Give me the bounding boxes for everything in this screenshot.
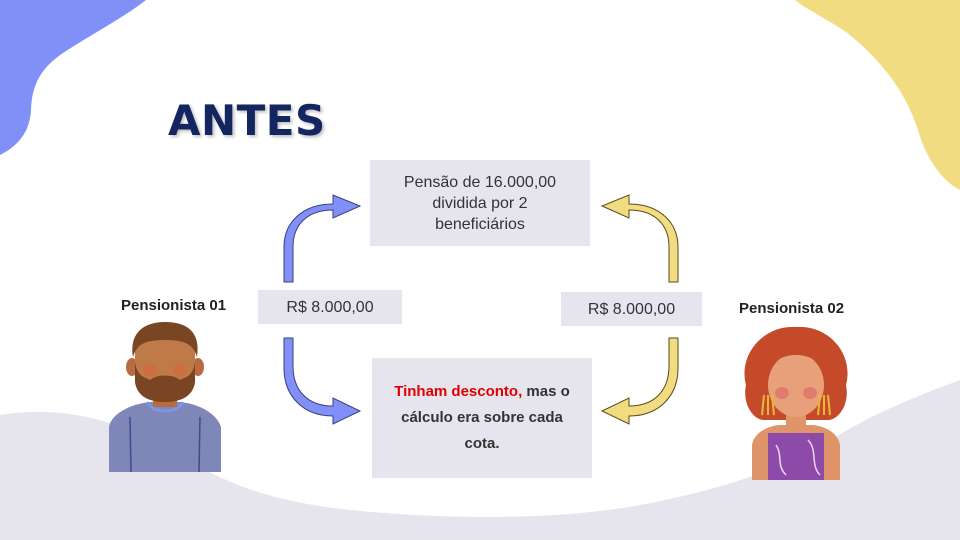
pension-line-2: dividida por 2 <box>432 194 528 212</box>
man-avatar-icon <box>109 322 221 472</box>
discount-rest: mas o cálculo era sobre cada cota. <box>401 383 570 452</box>
pension-line-3: beneficiários <box>435 215 525 233</box>
pensioner-2-label: Pensionista 02 <box>739 300 845 317</box>
amount-box-pensioner-1: R$ 8.000,00 <box>258 290 402 324</box>
woman-avatar-icon <box>744 326 848 480</box>
arrow-left-down-icon <box>283 337 362 425</box>
pension-line-1: Pensão de 16.000,00 <box>403 173 557 191</box>
pension-total-box: Pensão de 16.000,00 dividida por 2 benef… <box>370 160 590 246</box>
slide-title: ANTES <box>168 96 326 145</box>
amount-box-pensioner-2: R$ 8.000,00 <box>561 292 702 326</box>
discount-note-box: Tinham desconto, mas o cálculo era sobre… <box>372 358 592 478</box>
arrow-right-down-icon <box>600 337 679 425</box>
discount-highlight: Tinham desconto, <box>394 383 523 400</box>
pensioner-1-label: Pensionista 01 <box>121 297 227 314</box>
yellow-corner-blob <box>795 0 960 190</box>
arrow-left-up-icon <box>283 194 362 283</box>
blue-corner-blob <box>0 0 146 155</box>
arrow-right-up-icon <box>600 194 679 283</box>
bottom-wave <box>0 380 960 540</box>
